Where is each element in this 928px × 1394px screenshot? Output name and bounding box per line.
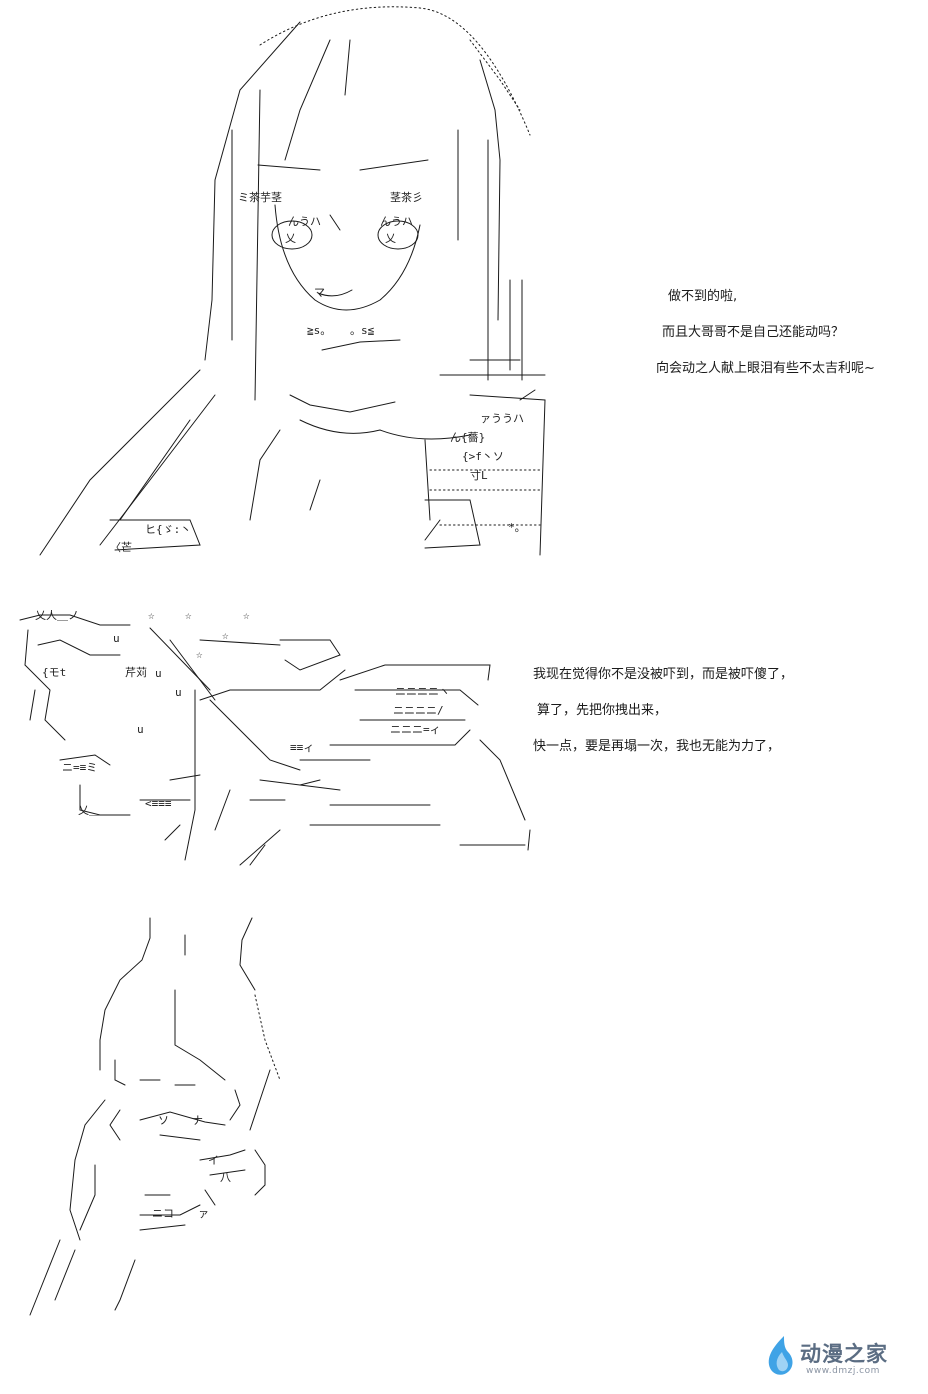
art-label: ≡≡ィ	[290, 741, 315, 754]
art-label: んうハ	[288, 215, 321, 228]
art-label: ァううハ	[480, 412, 524, 425]
art-label: 茎茶彡	[390, 191, 423, 204]
dialogue-line: 做不到的啦,	[668, 289, 738, 304]
art-label: ミ茶芋茎	[238, 191, 282, 204]
art-label: イ	[208, 1154, 219, 1167]
art-label: u	[175, 686, 182, 699]
panel-2-boy-art	[19, 614, 531, 866]
art-label: ニ=≡ミ	[62, 761, 98, 774]
art-label: *。	[508, 521, 526, 534]
art-label: 乂＿	[78, 804, 100, 817]
art-label: ニニニニヽ	[395, 685, 450, 698]
art-label: 芹苅	[125, 666, 147, 679]
art-label: ソ	[158, 1114, 169, 1127]
star-icon: ☆	[148, 609, 155, 622]
dialogue-line: 我现在觉得你不是没被吓到，而是被吓傻了，	[533, 667, 794, 682]
art-label: ヒ{ゞ:丶	[145, 523, 192, 536]
art-label: u	[137, 723, 144, 736]
art-label: 。s≦	[350, 324, 375, 337]
art-label: 八	[220, 1171, 231, 1184]
watermark-title: 动漫之家	[800, 1342, 888, 1366]
star-icon: ☆	[243, 609, 250, 622]
flame-logo-icon	[768, 1336, 793, 1375]
art-label: {モt	[42, 666, 67, 679]
dialogue-line: 快一点，要是再塌一次，我也无能为力了，	[533, 739, 781, 754]
panel-3-hand-art	[29, 917, 281, 1316]
art-label: ニコ	[152, 1207, 174, 1220]
art-label: {>f丶ソ	[462, 450, 504, 463]
art-label: マ	[314, 286, 325, 299]
art-label: んうハ	[380, 215, 413, 228]
art-label: ≧s。	[307, 324, 332, 337]
star-icon: ☆	[222, 629, 229, 642]
star-icon: ☆	[196, 648, 203, 661]
art-label: 乂	[285, 232, 296, 245]
art-label: 寸L	[470, 469, 488, 482]
art-label: u	[155, 667, 162, 680]
art-label: u	[113, 632, 120, 645]
watermark-url: www.dmzj.com	[806, 1366, 880, 1376]
dialogue-line: 算了，先把你拽出来，	[537, 703, 668, 718]
art-label: 乂人＿ノ	[35, 609, 79, 622]
dialogue-line: 向会动之人献上眼泪有些不太吉利呢~	[656, 361, 875, 376]
art-label: ナ	[192, 1114, 203, 1127]
panel-1-girl-art	[39, 6, 546, 556]
art-label: ァ	[198, 1207, 209, 1220]
art-label: ニニニ=ィ	[390, 723, 441, 736]
art-label: ニニニニ/	[393, 704, 444, 717]
art-label: 乂	[385, 232, 396, 245]
art-label: 〈芒	[110, 541, 132, 554]
art-label: <≡≡≡	[145, 797, 172, 810]
art-label: ん{薔}	[450, 431, 486, 444]
star-icon: ☆	[185, 609, 192, 622]
dialogue-line: 而且大哥哥不是自己还能动吗？	[662, 325, 845, 340]
site-watermark: 动漫之家 www.dmzj.com	[764, 1332, 914, 1384]
